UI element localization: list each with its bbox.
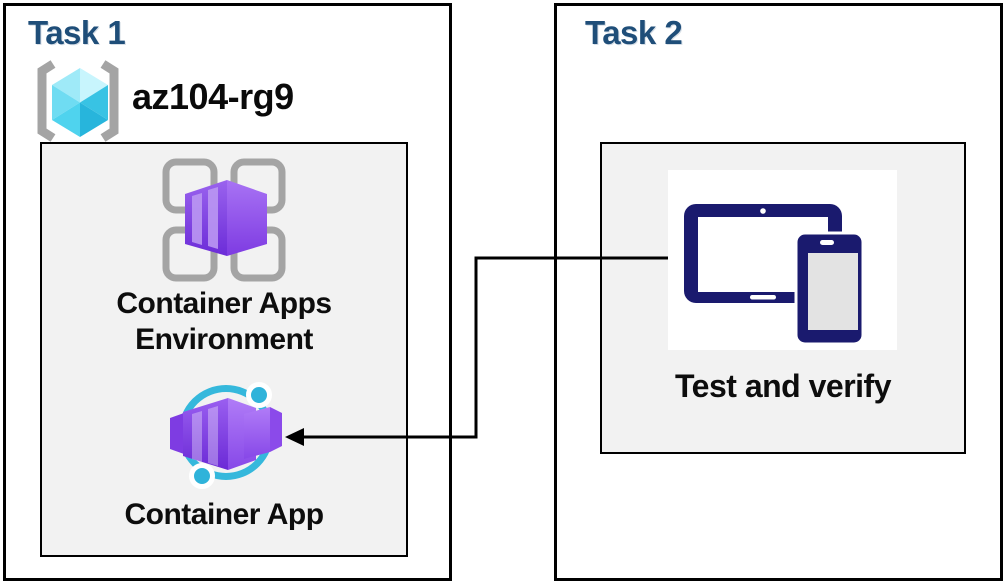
task1-box: Task 1 az104-rg9 (3, 3, 452, 581)
container-apps-panel: Container Apps Environment (40, 142, 408, 557)
task2-box: Task 2 Test and verify (554, 3, 1003, 581)
env-label-line2: Environment (135, 323, 313, 356)
test-and-verify-panel: Test and verify (600, 142, 966, 454)
resource-group-icon (37, 60, 119, 142)
container-app-icon (170, 382, 282, 489)
task1-title: Task 1 (28, 14, 126, 51)
env-label-line1: Container Apps (116, 287, 332, 320)
container-apps-environment-icon (162, 158, 286, 282)
container-apps-environment-label: Container Apps Environment (42, 286, 406, 358)
devices-icon (684, 204, 865, 346)
devices-icon-background (668, 170, 897, 350)
test-and-verify-label: Test and verify (675, 368, 891, 404)
container-app-label: Container App (124, 498, 324, 531)
task2-title: Task 2 (585, 14, 683, 51)
resource-group-name: az104-rg9 (132, 76, 294, 117)
